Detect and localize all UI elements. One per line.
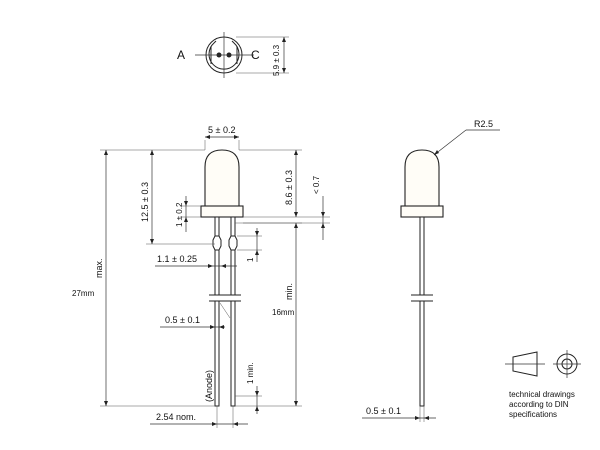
led-body-dome [204, 149, 240, 207]
body-diameter-label: 5 ± 0.2 [208, 125, 235, 135]
pitch-label: 2.54 nom. [156, 412, 196, 422]
tip-min-label: 1 min. [246, 362, 255, 384]
lead-width-label: 0.5 ± 0.1 [165, 315, 200, 325]
projection-note-line-1: technical drawings [509, 390, 575, 399]
flange-dim-label: 5.9 ± 0.3 [272, 44, 281, 76]
anode-label: A [177, 48, 185, 62]
dome-height-label: 8.6 ± 0.3 [284, 170, 294, 205]
dome-radius-label: R2.5 [474, 119, 493, 129]
cathode-lead-lower [230, 300, 236, 407]
body-height-label: 12.5 ± 0.3 [140, 182, 150, 222]
front-view: 5 ± 0.2 max. 27mm 12.5 ± 0.3 1 ± 0.2 8.6… [72, 125, 330, 428]
top-view-body-outline [208, 40, 240, 70]
projection-symbol: technical drawings according to DIN spec… [505, 350, 581, 419]
projection-frustum-icon [512, 351, 538, 377]
side-lead-lower [419, 300, 425, 407]
cathode-lead-upper [230, 216, 236, 296]
flange-thickness-label: 1 ± 0.2 [175, 202, 184, 227]
anode-lead-lower [214, 300, 220, 407]
side-view: R2.5 0.5 ± 0.1 [362, 119, 500, 422]
projection-circle-icon [553, 350, 581, 378]
side-led-body-dome [404, 149, 440, 207]
projection-note-line-3: specifications [509, 410, 557, 419]
lead-min-length-label: 16mm [272, 308, 295, 317]
total-length-prefix: max. [94, 258, 104, 278]
anode-lead-upper [214, 216, 220, 296]
projection-note-line-2: according to DIN [509, 400, 569, 409]
cathode-label: C [251, 48, 260, 62]
kink-length-label: 1 [246, 257, 255, 262]
side-lead-width-label: 0.5 ± 0.1 [366, 406, 401, 416]
top-view: A C 5.9 ± 0.3 [177, 32, 289, 78]
flange-offset-label: < 0.7 [312, 175, 321, 194]
side-led-flange [400, 205, 444, 218]
led-flange [200, 205, 244, 218]
lead-min-prefix: min. [284, 283, 294, 300]
total-length-label: 27mm [72, 289, 95, 298]
anode-marker-label: (Anode) [204, 370, 214, 402]
lead-kink-width-label: 1.1 ± 0.25 [157, 254, 197, 264]
side-lead-upper [419, 216, 425, 296]
